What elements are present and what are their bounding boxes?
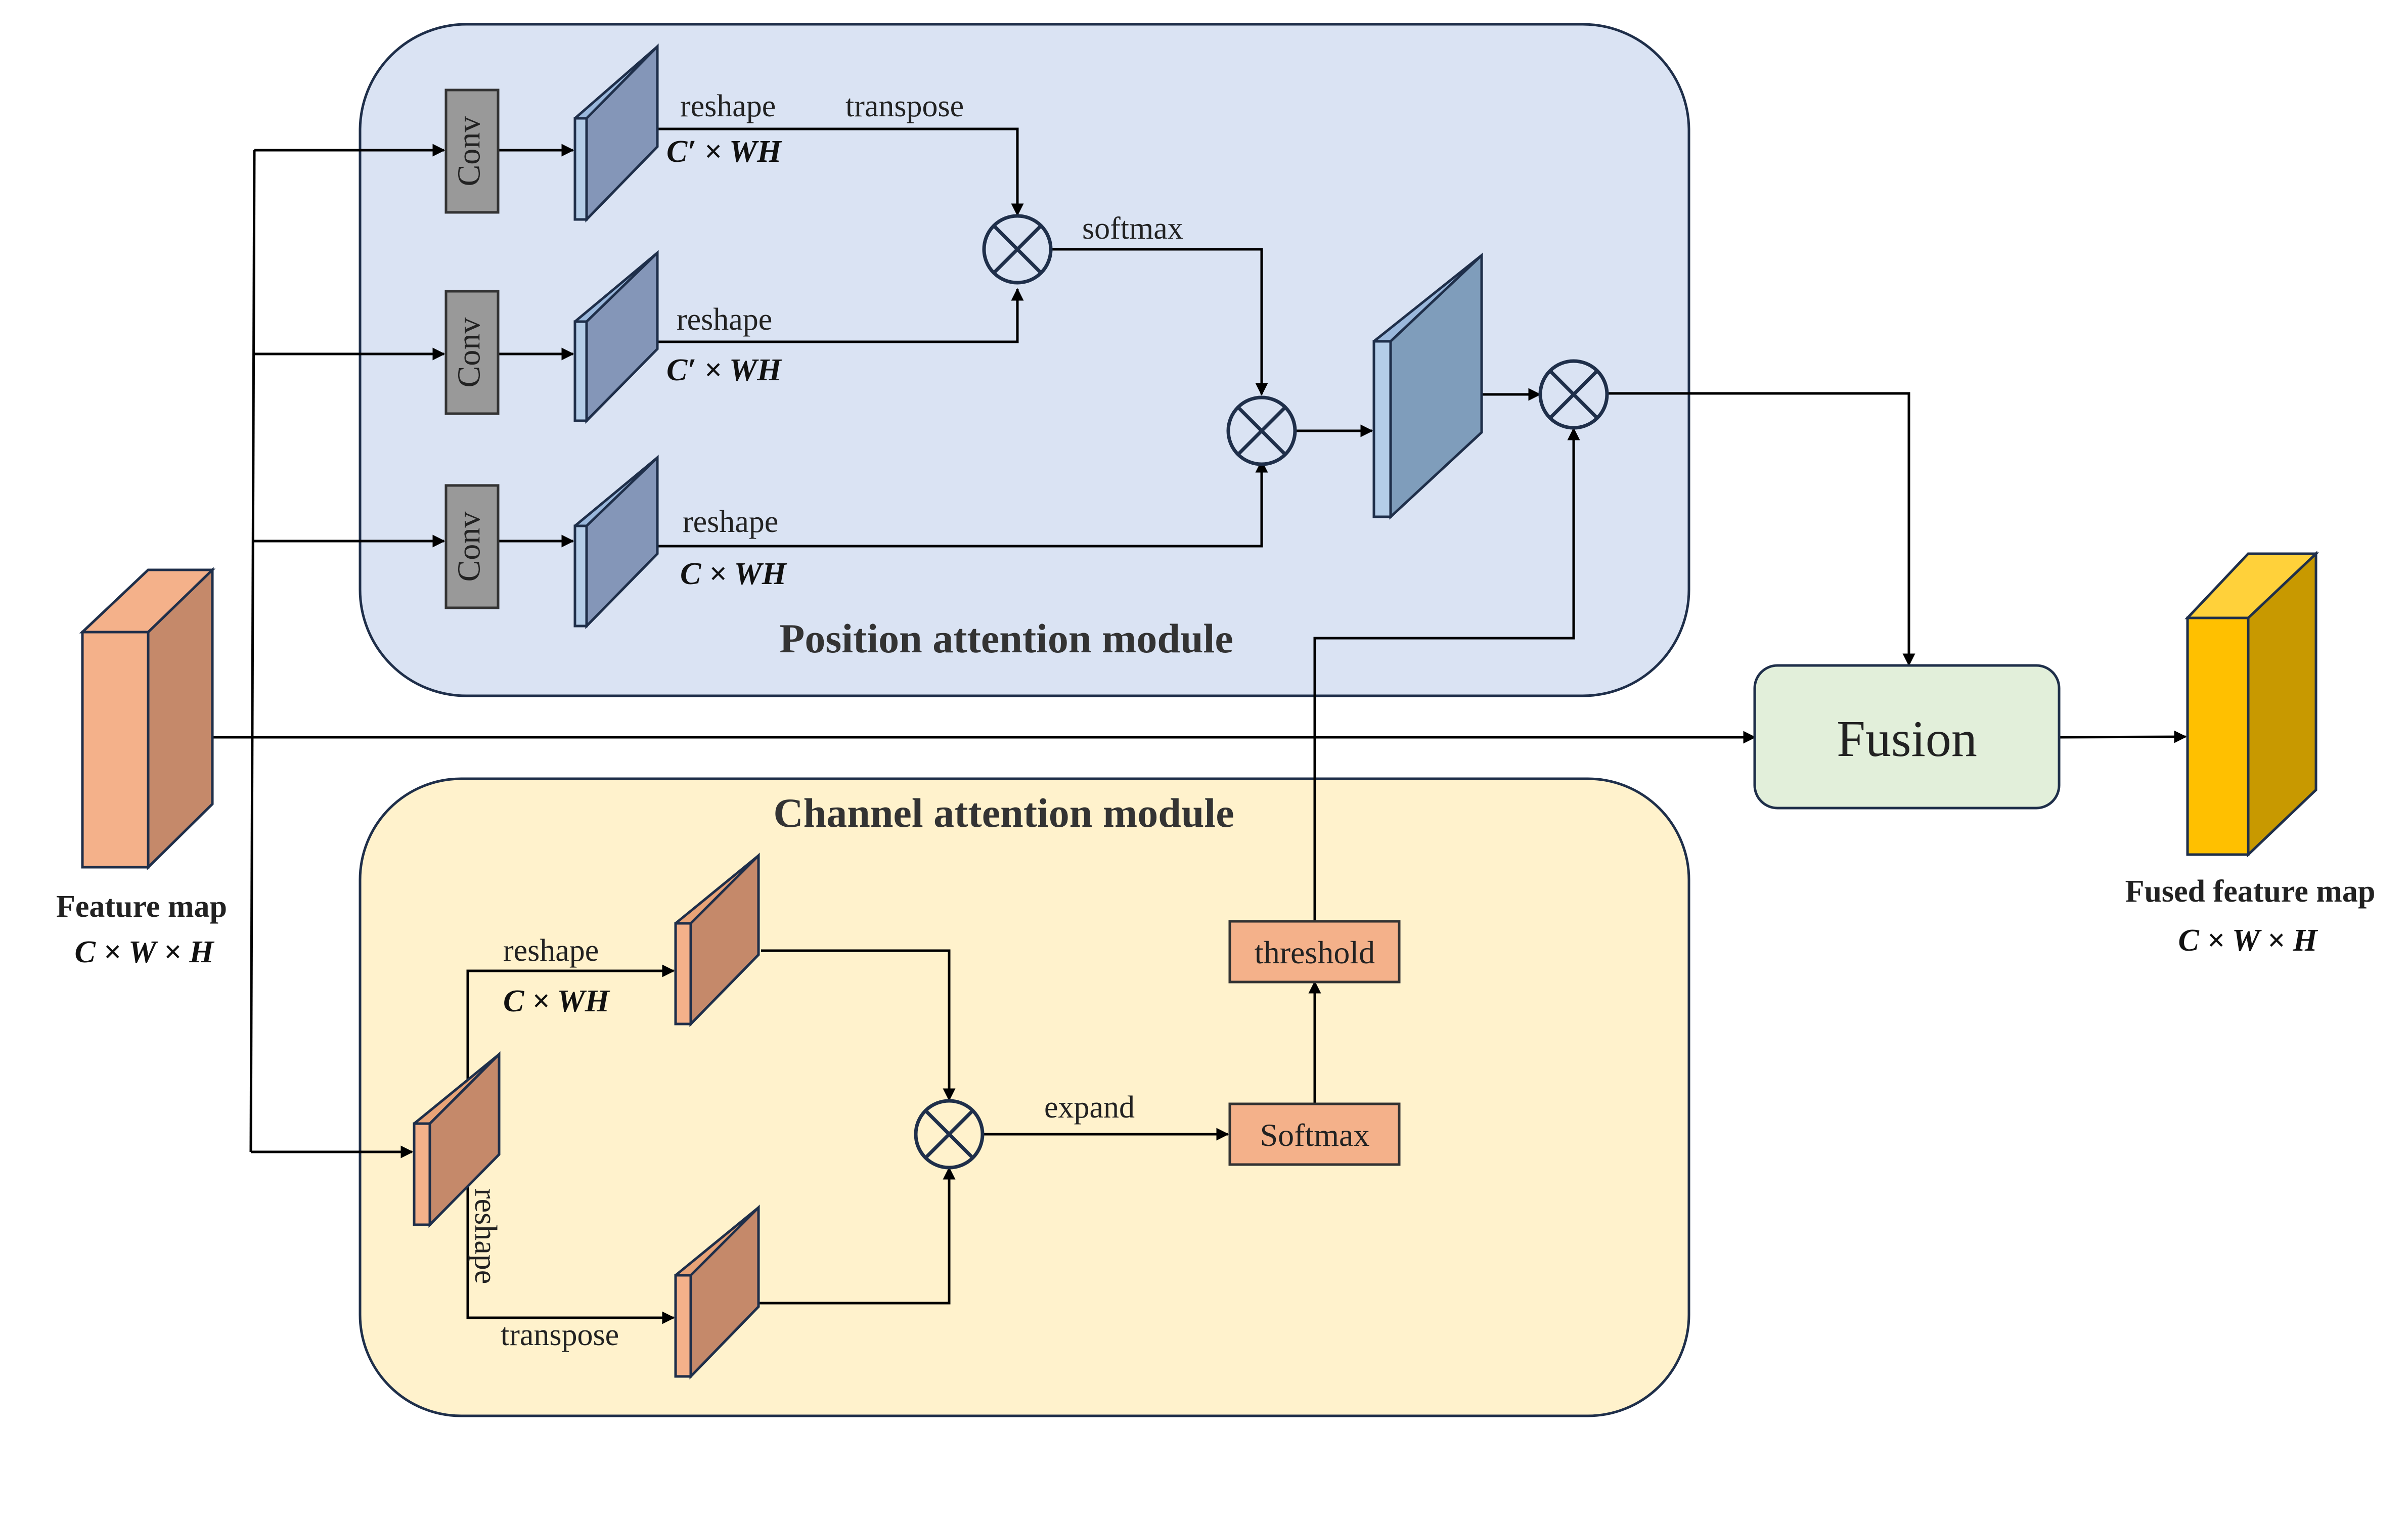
branch1-reshape-label: reshape: [680, 89, 776, 123]
output-feature-map: [2184, 551, 2320, 858]
tensor-value: [573, 455, 659, 630]
position-attention-module: [359, 23, 1690, 697]
branch2-reshape-label: reshape: [677, 302, 772, 337]
tensor-key: [573, 250, 659, 424]
branch1-transpose-label: transpose: [845, 89, 964, 123]
input-caption: Feature map: [56, 889, 227, 924]
softmax-label: softmax: [1082, 211, 1183, 246]
branch3-reshape-label: reshape: [683, 505, 778, 539]
channel-module-title: Channel attention module: [773, 790, 1234, 836]
tensor-channel-input: [413, 1051, 501, 1228]
connectors: [177, 127, 2187, 1324]
branch2-dim-label: C′ × WH: [666, 353, 782, 387]
channel-transpose-label: transpose: [501, 1318, 619, 1352]
channel-top-reshape-label: reshape: [503, 933, 599, 968]
threshold-box: threshold: [1228, 920, 1401, 984]
softmax-box-label: Softmax: [1260, 1117, 1370, 1153]
tensor-query: [573, 43, 659, 223]
multiply-node-1: [982, 214, 1053, 285]
channel-vertical-reshape-label: reshape: [468, 1188, 503, 1284]
position-module-title: Position attention module: [779, 615, 1233, 661]
conv-label-1: Conv: [451, 116, 487, 187]
input-feature-map: [79, 567, 216, 870]
output-caption: Fused feature map: [2125, 874, 2376, 909]
multiply-node-3: [1538, 359, 1609, 430]
softmax-box: Softmax: [1228, 1102, 1401, 1166]
expand-label: expand: [1044, 1090, 1135, 1125]
conv-block-1: Conv: [444, 88, 500, 214]
conv-block-2: Conv: [444, 290, 500, 415]
input-dim: C × W × H: [74, 935, 214, 969]
branch1-dim-label: C′ × WH: [666, 135, 782, 169]
conv-block-3: Conv: [444, 484, 500, 609]
multiply-node-2: [1226, 395, 1297, 466]
output-dim: C × W × H: [2178, 923, 2318, 958]
tensor-channel-reshape: [674, 852, 760, 1028]
branch3-dim-label: C × WH: [680, 557, 787, 591]
tensor-attention-output: [1372, 252, 1483, 520]
fusion-label: Fusion: [1837, 710, 1977, 768]
multiply-node-4: [914, 1099, 985, 1170]
conv-label-3: Conv: [451, 512, 487, 582]
channel-top-dim-label: C × WH: [503, 984, 610, 1018]
tensor-channel-transpose: [674, 1204, 760, 1380]
fusion-block: Fusion: [1753, 664, 2061, 810]
conv-label-2: Conv: [451, 318, 487, 388]
threshold-label: threshold: [1255, 934, 1375, 970]
